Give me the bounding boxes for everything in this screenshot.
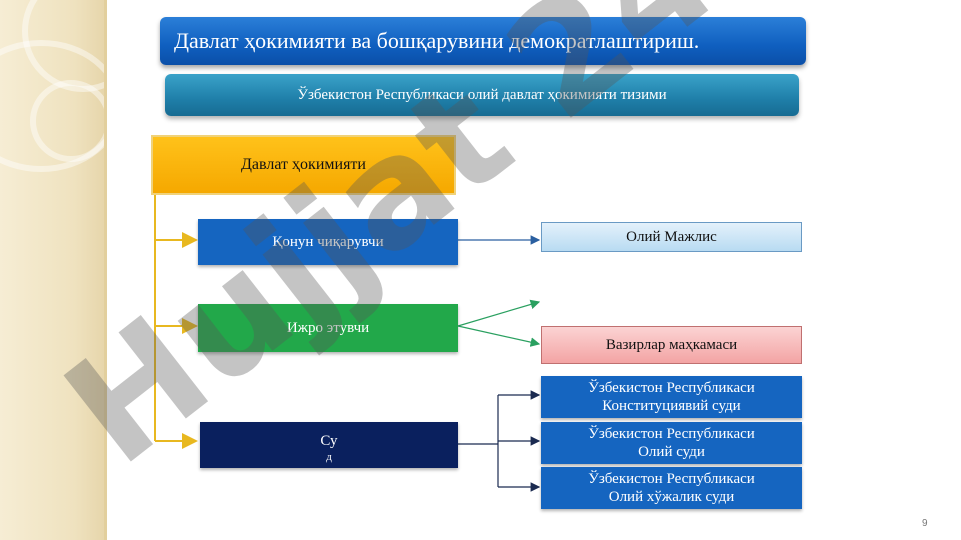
oliy-majlis-box: Олий Мажлис (541, 222, 802, 252)
executive-branch-box: Ижро этувчи (198, 304, 458, 352)
court-label-line1: Ўзбекистон Республикаси (588, 471, 755, 487)
decorative-swirl (0, 40, 122, 172)
judicial-label-line1: Су (320, 433, 338, 449)
legislative-branch-box: Қонун чиқарувчи (198, 219, 458, 265)
slide-title: Давлат ҳокимияти ва бошқарувини демократ… (160, 17, 806, 65)
court-label-line2: Олий суди (638, 444, 705, 460)
economic-court-box: Ўзбекистон Республикаси Олий хўжалик суд… (541, 467, 802, 509)
state-power-box: Давлат ҳокимияти (151, 135, 456, 195)
cabinet-of-ministers-box: Вазирлар маҳкамаси (541, 326, 802, 364)
court-label-line1: Ўзбекистон Республикаси (588, 426, 755, 442)
supreme-court-box: Ўзбекистон Республикаси Олий суди (541, 422, 802, 464)
slide-subtitle: Ўзбекистон Республикаси олий давлат ҳоки… (165, 74, 799, 116)
decorative-side-panel (0, 0, 144, 540)
court-label-line1: Ўзбекистон Республикаси (588, 380, 755, 396)
arrow-to-vazirlar (457, 325, 541, 347)
arrow-executive-up (457, 299, 541, 327)
judicial-label-line2: д (326, 451, 332, 463)
side-panel-edge (104, 0, 107, 540)
decorative-swirl (30, 80, 112, 162)
court-label-line2: Олий хўжалик суди (608, 489, 735, 505)
constitutional-court-box: Ўзбекистон Республикаси Конституциявий с… (541, 376, 802, 418)
page-number: 9 (922, 518, 928, 529)
judicial-branch-box: Су д (200, 422, 458, 468)
court-label-line2: Конституциявий суди (602, 398, 741, 414)
